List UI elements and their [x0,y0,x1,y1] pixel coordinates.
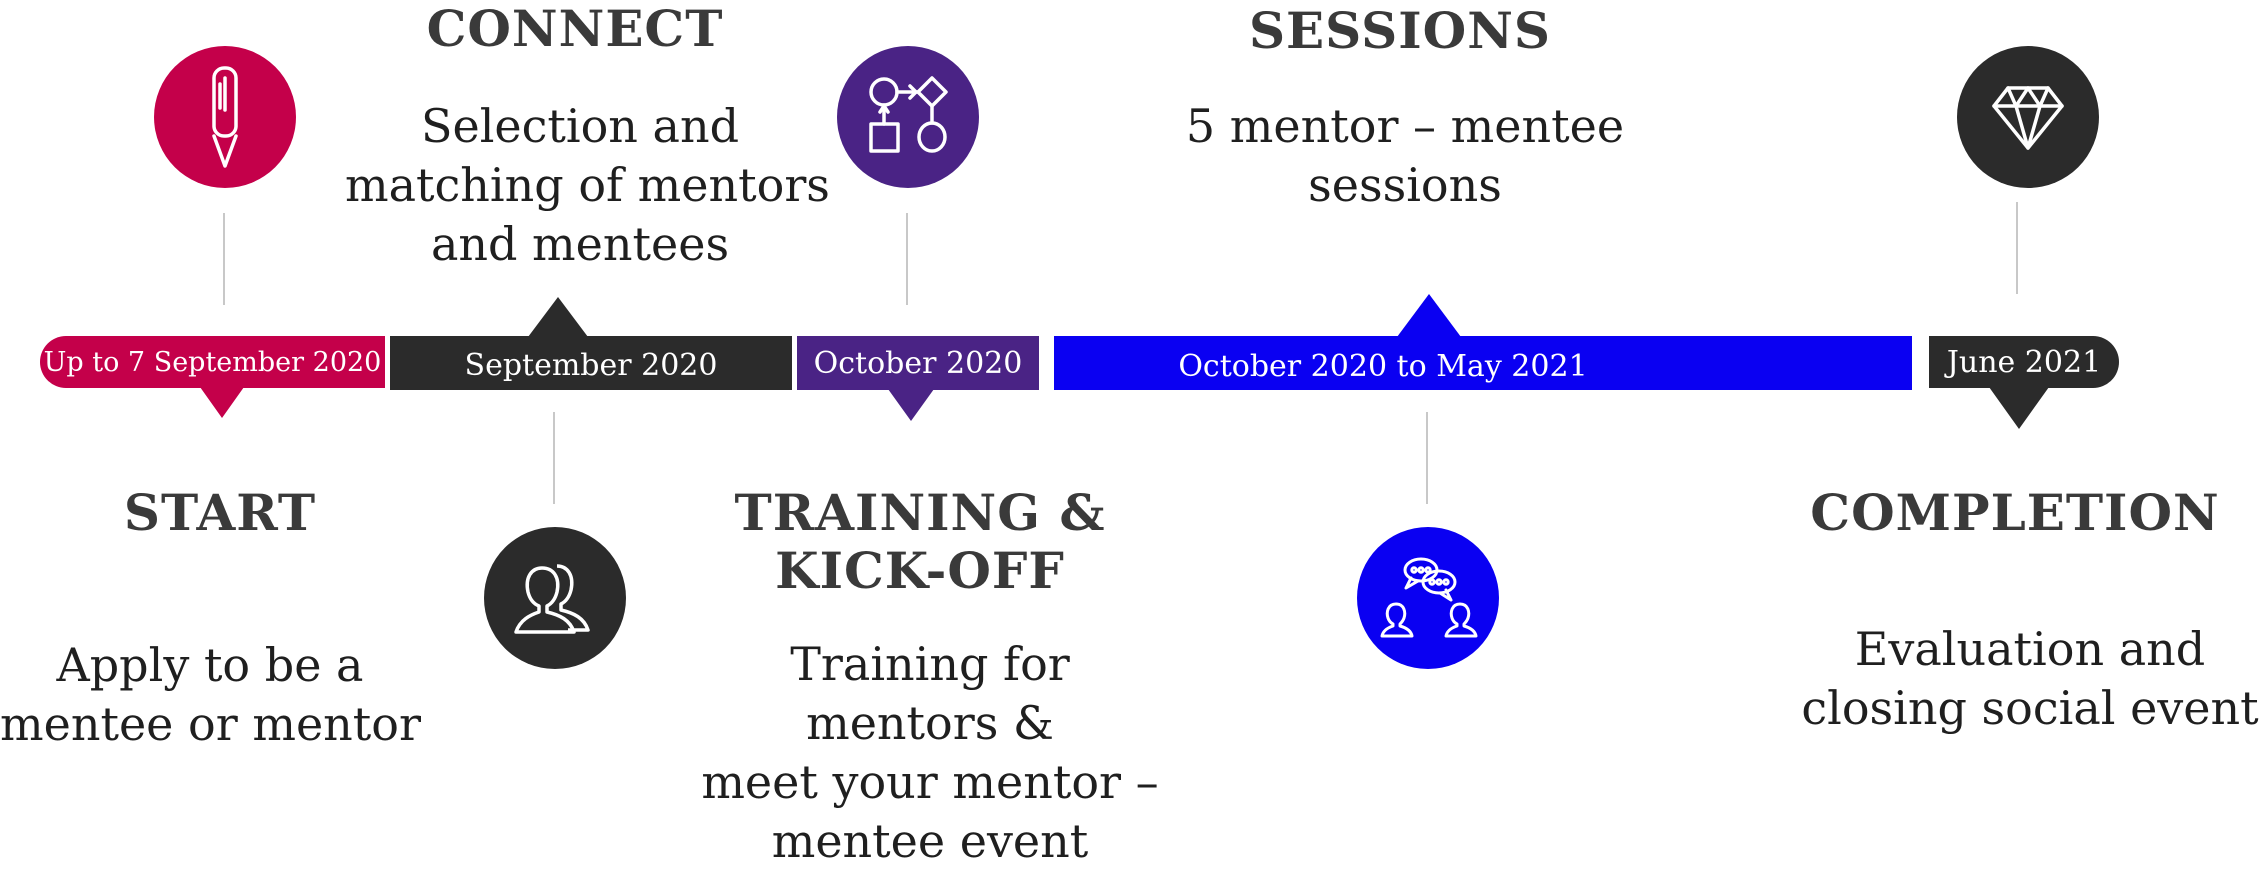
timeline-segment-training: October 2020 [797,336,1039,390]
diamond-icon [1992,86,2064,150]
description-line: Selection and [420,99,740,153]
description-line: mentee or mentor [0,697,421,751]
conversation-icon [1380,557,1478,638]
stage-icon-completion [1957,46,2099,188]
date-label-sessions: October 2020 to May 2021 [1178,348,1588,384]
stage-heading-start: START [123,483,317,542]
stage-heading-training-line2: KICK-OFF [775,541,1065,600]
stage-description-connect: Selection and matching of mentors and me… [345,97,830,274]
pointer-down-start [200,387,244,418]
connector-line-start [223,213,225,305]
description-line: 5 mentor – mentee [1185,99,1625,153]
stage-heading-connect: CONNECT [426,0,724,58]
stage-description-start: Apply to be a mentee or mentor [0,636,421,754]
stage-icon-connect [484,527,626,669]
description-line: mentee event [771,814,1089,868]
date-label-start: Up to 7 September 2020 [43,346,382,378]
stage-description-completion: Evaluation and closing social event [1800,620,2260,738]
description-line: and mentees [430,217,730,271]
connector-line-completion [2016,202,2018,294]
people-icon [514,564,590,634]
connector-line-sessions [1426,412,1428,504]
description-line: mentors & [806,696,1054,750]
timeline-segment-connect: September 2020 [390,336,792,390]
stage-icon-start [154,46,296,188]
pointer-up-sessions [1397,294,1461,337]
pointer-down-completion [1989,387,2049,429]
description-line: Training for [790,637,1070,691]
description-line: sessions [1308,158,1502,212]
description-line: Apply to be a [56,638,364,692]
date-label-completion: June 2021 [1946,344,2102,380]
timeline-segment-sessions: October 2020 to May 2021 [1054,336,1912,390]
stage-heading-sessions: SESSIONS [1248,1,1552,60]
timeline-segment-start: Up to 7 September 2020 [40,336,385,388]
stage-heading-completion: COMPLETION [1810,483,2220,542]
stage-heading-training: TRAINING & KICK-OFF [700,484,1140,600]
date-label-training: October 2020 [813,345,1023,381]
description-line: meet your mentor – [701,755,1159,809]
stage-heading-training-line1: TRAINING & [734,483,1106,542]
stage-description-sessions: 5 mentor – mentee sessions [1170,97,1640,215]
stage-description-training: Training for mentors & meet your mentor … [700,635,1160,871]
timeline-segment-completion: June 2021 [1929,336,2119,388]
connector-line-connect [553,412,555,504]
description-line: matching of mentors [345,158,830,212]
connector-line-training [906,213,908,305]
pointer-up-connect [528,297,588,337]
pointer-down-training [888,389,934,421]
flowchart-icon [869,76,948,153]
stage-icon-sessions [1357,527,1499,669]
description-line: Evaluation and [1854,622,2206,676]
stage-icon-training [837,46,979,188]
pen-icon [212,66,238,168]
date-label-connect: September 2020 [464,347,718,383]
description-line: closing social event [1801,681,2259,735]
